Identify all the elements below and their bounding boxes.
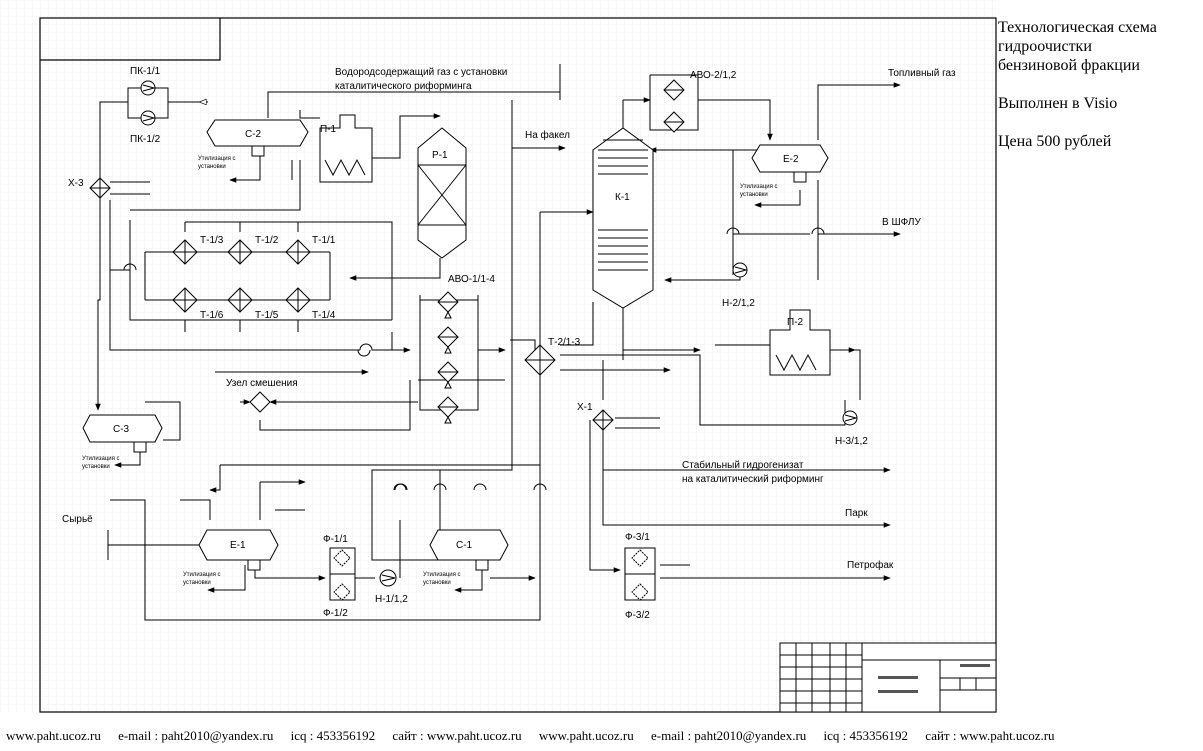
label-mix-node: Узел смешения	[226, 378, 298, 389]
heat-exchanger-t1-3	[172, 239, 198, 265]
footer-site: www.paht.ucoz.ru	[6, 728, 101, 743]
footer-contacts: www.paht.ucoz.ru e-mail : paht2010@yande…	[6, 728, 1203, 744]
heat-exchanger-t1-4	[285, 287, 311, 313]
footer-icq: icq : 453356192	[290, 728, 376, 743]
title-line-2: гидроочистки	[998, 38, 1092, 55]
label-water-c1-1: Утилизация с	[423, 572, 461, 578]
description-panel: Технологическая схема гидроочистки бензи…	[998, 18, 1198, 151]
label-water-e1-1: Утилизация с	[183, 572, 221, 578]
label-park: Парк	[845, 508, 868, 519]
label-avo2: АВО-2/1,2	[690, 70, 737, 81]
footer-email: e-mail : paht2010@yandex.ru	[118, 728, 274, 743]
label-water-c2-1: Утилизация с	[198, 156, 236, 162]
label-t2: Т-2/1-3	[548, 337, 581, 348]
label-t1-4: Т-1/4	[312, 310, 336, 321]
label-fuel-gas: Топливный газ	[888, 68, 956, 79]
label-e2: Е-2	[783, 154, 799, 165]
label-f1-2: Ф-1/2	[323, 608, 348, 619]
title-block	[779, 642, 997, 713]
furnace-p2	[769, 309, 831, 376]
label-avo1: АВО-1/1-4	[448, 274, 495, 285]
heat-exchanger-t1-2	[227, 239, 253, 265]
label-water-c1-2: установки	[423, 580, 451, 586]
label-petrofak: Петрофак	[847, 559, 894, 571]
cooler-x3	[89, 177, 150, 199]
footer-site-4: сайт : www.paht.ucoz.ru	[925, 728, 1055, 743]
label-stable-line1: Стабильный гидрогенизат	[682, 459, 804, 471]
label-x1: Х-1	[577, 402, 593, 413]
label-p1: П-1	[320, 124, 337, 135]
label-water-c2-2: установки	[198, 164, 226, 170]
label-h3-pump: Н-3/1,2	[835, 436, 868, 447]
price-note: Цена 500 рублей	[998, 133, 1112, 150]
reactor-r1	[417, 127, 467, 259]
label-water-c3-1: Утилизация с	[82, 456, 120, 462]
label-flare: На факел	[525, 129, 570, 141]
label-h2-gas-line1: Водородсодержащий газ с установки	[335, 67, 507, 78]
label-stable-line2: на каталитический риформинг	[682, 473, 824, 485]
separator-e1	[198, 529, 279, 571]
label-f3-2: Ф-3/2	[625, 610, 650, 621]
furnace-p1	[319, 114, 373, 183]
label-f1-1: Ф-1/1	[323, 534, 348, 545]
label-shflu: В ШФЛУ	[882, 217, 921, 228]
mixing-node	[249, 391, 271, 413]
footer-email-2: e-mail : paht2010@yandex.ru	[650, 728, 807, 743]
title-line-1: Технологическая схема	[998, 19, 1157, 36]
label-t1-5: Т-1/5	[255, 310, 279, 321]
frame-corner-box	[40, 18, 221, 61]
label-t1-2: Т-1/2	[255, 235, 279, 246]
heat-exchanger-t2	[524, 344, 556, 376]
footer-site-2: сайт : www.paht.ucoz.ru	[392, 728, 522, 743]
label-e1: Е-1	[230, 540, 246, 551]
drawing-frame	[39, 17, 997, 713]
grid-background	[0, 0, 996, 712]
filter-f3	[624, 547, 656, 601]
label-t1-6: Т-1/6	[200, 310, 224, 321]
separator-c3	[82, 414, 163, 453]
column-k1	[592, 127, 654, 309]
heat-exchanger-t1-1	[285, 239, 311, 265]
label-c1: С-1	[456, 540, 473, 551]
pump-h2	[732, 262, 748, 278]
air-cooler-avo2	[663, 79, 685, 133]
label-c3: С-3	[113, 424, 130, 435]
label-p2: П-2	[787, 317, 804, 328]
separator-c1	[429, 529, 509, 571]
label-c2: С-2	[245, 129, 262, 140]
label-h2-gas-line2: каталитического риформинга	[335, 80, 472, 92]
compressor-pk1-1	[140, 80, 156, 96]
heat-exchanger-t1-6	[172, 287, 198, 313]
label-h2-pump: Н-2/1,2	[722, 298, 755, 309]
compressor-pk1-2	[140, 110, 156, 126]
footer-site-3: www.paht.ucoz.ru	[538, 728, 634, 743]
label-t1-3: Т-1/3	[200, 235, 224, 246]
equipment-labels: ПК-1/1 ПК-1/2 С-2 П-1 Р-1 Водородсодержа…	[62, 66, 956, 621]
cooler-x1	[592, 409, 614, 431]
made-in-note: Выполнен в Visio	[998, 95, 1118, 112]
label-t1-1: Т-1/1	[312, 235, 336, 246]
title-line-3: бензиновой фракции	[998, 57, 1140, 74]
label-feed: Сырьё	[62, 514, 93, 525]
air-cooler-avo1	[437, 291, 459, 424]
label-water-e1-2: установки	[183, 580, 211, 586]
label-water-e2-1: Утилизация с	[740, 184, 778, 190]
separator-c2	[206, 119, 309, 157]
pump-h3	[842, 410, 858, 426]
label-r1: Р-1	[432, 150, 448, 161]
label-k1: К-1	[615, 192, 630, 203]
label-pk1-2: ПК-1/2	[130, 134, 161, 145]
label-x3: Х-3	[68, 178, 84, 189]
label-water-c3-2: установки	[82, 464, 110, 470]
heat-exchanger-t1-5	[227, 287, 253, 313]
label-water-e2-2: установки	[740, 192, 768, 198]
separator-e2	[751, 144, 829, 183]
label-pk1-1: ПК-1/1	[130, 66, 161, 77]
pump-h1	[379, 569, 397, 587]
label-f3-1: Ф-3/1	[625, 532, 650, 543]
footer-icq-2: icq : 453356192	[823, 728, 909, 743]
filter-f1	[329, 547, 356, 601]
label-h1-pump: Н-1/1,2	[375, 594, 408, 605]
